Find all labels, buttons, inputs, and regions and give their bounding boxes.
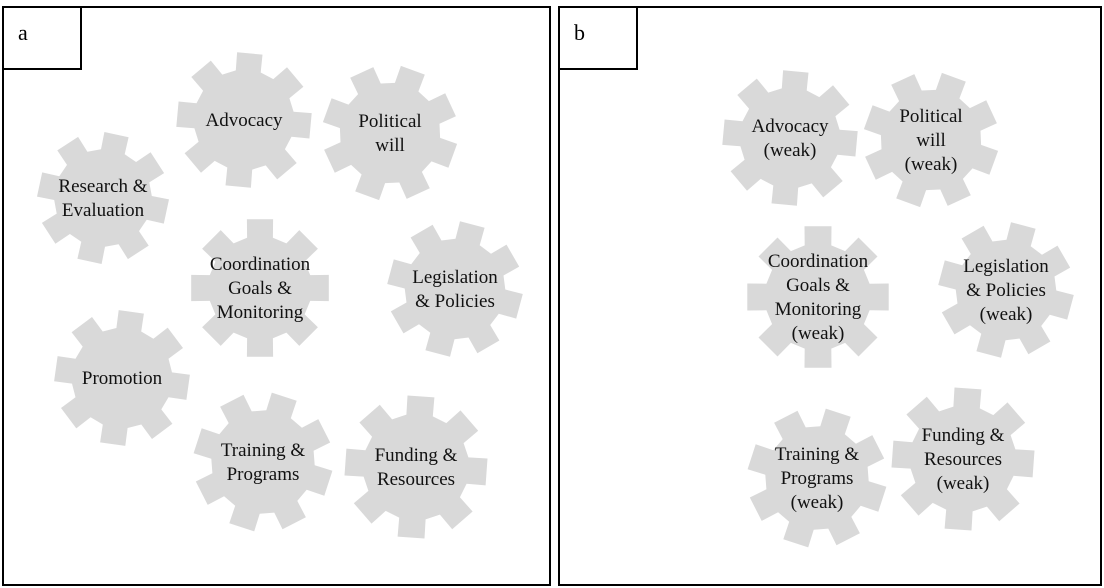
gear-label-line: Coordination [768, 251, 869, 272]
gear-label-line: Monitoring [217, 302, 304, 323]
gear-label-line: Coordination [210, 254, 311, 275]
gear-shape [176, 52, 312, 188]
gear-political-will: Political will [322, 65, 458, 201]
gear-training: Training & Programs [193, 392, 333, 532]
gear-training: Training & Programs (weak) [747, 408, 887, 548]
gear-label-line: Programs [227, 464, 300, 485]
gear-label-line: Legislation [963, 256, 1049, 277]
gear-research-evaluation: Research & Evaluation [37, 132, 169, 264]
gear-shape [747, 226, 889, 368]
gear-shape [938, 222, 1074, 358]
gear-label-line: (weak) [937, 473, 990, 494]
gear-shape [891, 387, 1035, 531]
gear-label-line: Political [358, 111, 421, 132]
gear-label-line: (weak) [905, 154, 958, 175]
gear-shape [863, 72, 999, 208]
gear-label-line: Promotion [82, 368, 163, 389]
gear-political-will: Political will (weak) [863, 72, 999, 208]
gear-label-line: Funding & [922, 425, 1005, 446]
gear-advocacy: Advocacy [176, 52, 312, 188]
gear-funding: Funding & Resources [344, 395, 488, 539]
gear-shape [54, 310, 190, 446]
gear-label-line: will [375, 135, 405, 156]
gear-advocacy: Advocacy (weak) [722, 70, 858, 206]
gear-label-line: Political [899, 106, 962, 127]
gear-label-line: (weak) [764, 140, 817, 161]
gear-label-line: Goals & [786, 275, 850, 296]
gear-label-line: & Policies [966, 280, 1046, 301]
gear-legislation: Legislation & Policies [387, 221, 523, 357]
gear-shape [191, 219, 329, 357]
gear-legislation: Legislation & Policies (weak) [938, 222, 1074, 358]
gear-label-line: Legislation [412, 267, 498, 288]
gear-label-line: Training & [775, 444, 860, 465]
gear-label-line: (weak) [792, 323, 845, 344]
gear-shape [387, 221, 523, 357]
gear-label-line: Goals & [228, 278, 292, 299]
gear-label-line: Programs [781, 468, 854, 489]
gear-label-line: Advocacy [751, 116, 829, 137]
gear-label-line: Training & [221, 440, 306, 461]
gear-shape [322, 65, 458, 201]
gear-diagram: Advocacy(weak)Politicalwill(weak)Coordin… [722, 70, 1074, 548]
gear-shape [193, 392, 333, 532]
gear-label-line: Research & [58, 176, 147, 197]
gear-funding: Funding & Resources (weak) [891, 387, 1035, 531]
gear-label-line: & Policies [415, 291, 495, 312]
gear-label-line: Advocacy [205, 110, 283, 131]
gear-label-line: (weak) [791, 492, 844, 513]
gear-shape [747, 408, 887, 548]
panel-label: a [4, 8, 82, 70]
gear-shape [344, 395, 488, 539]
gear-label-line: Resources [924, 449, 1002, 470]
gear-promotion: Promotion [54, 310, 190, 446]
gear-label-line: will [916, 130, 946, 151]
gear-shape [722, 70, 858, 206]
panel-label: b [560, 8, 638, 70]
gear-label-line: (weak) [980, 304, 1033, 325]
gear-shape [37, 132, 169, 264]
gear-label-line: Resources [377, 469, 455, 490]
gear-label-line: Monitoring [775, 299, 862, 320]
gear-label-line: Evaluation [62, 200, 145, 221]
gear-label-line: Funding & [375, 445, 458, 466]
